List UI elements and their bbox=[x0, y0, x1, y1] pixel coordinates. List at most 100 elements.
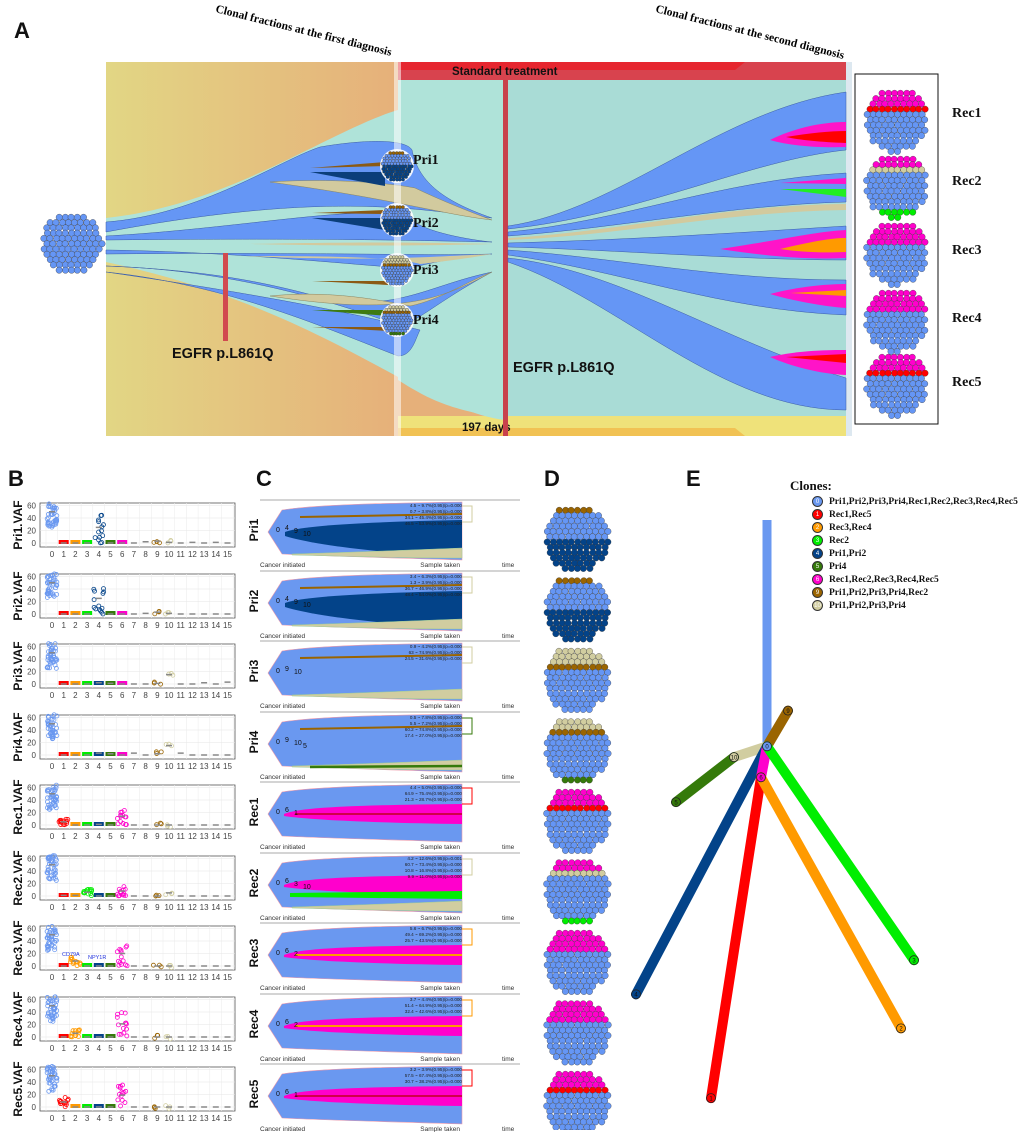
clone-evolution-label: Rec5 bbox=[247, 1079, 261, 1108]
tree-node-4 bbox=[631, 989, 641, 1000]
x-tick: 11 bbox=[177, 1044, 186, 1053]
x-tick: 1 bbox=[61, 903, 66, 912]
x-tick: 1 bbox=[61, 550, 66, 559]
x-tick: 13 bbox=[200, 691, 209, 700]
clone-id-label: 9 bbox=[285, 737, 289, 744]
x-tick: 11 bbox=[177, 691, 186, 700]
vaf-points bbox=[82, 681, 93, 685]
sample-cluster-7 bbox=[543, 929, 612, 995]
x-tick: 9 bbox=[155, 691, 160, 700]
tree-node-2 bbox=[896, 1023, 906, 1034]
x-tick: 10 bbox=[165, 903, 174, 912]
cancer-initiated-label: Cancer initiated bbox=[260, 915, 306, 921]
clone-id-label: 0 bbox=[276, 1091, 280, 1098]
x-tick: 7 bbox=[132, 832, 137, 841]
cancer-initiated-label: Cancer initiated bbox=[260, 774, 306, 780]
vaf-points bbox=[70, 822, 81, 826]
sample-taken-label: Sample taken bbox=[420, 1056, 460, 1062]
x-tick: 7 bbox=[132, 621, 137, 630]
vaf-points bbox=[70, 540, 81, 544]
panel-a-letter: A bbox=[14, 18, 30, 43]
x-tick: 2 bbox=[73, 903, 78, 912]
x-tick: 8 bbox=[143, 550, 148, 559]
y-tick: 0 bbox=[32, 1103, 37, 1112]
ci-annotation: 60.7 ~ 73.4%(0.95)/p=0.000 bbox=[405, 862, 463, 867]
y-tick: 40 bbox=[27, 655, 36, 664]
sample-taken-label: Sample taken bbox=[420, 633, 460, 639]
founder-cells bbox=[40, 213, 106, 274]
y-tick: 60 bbox=[27, 502, 36, 511]
legend-label: Rec1,Rec2,Rec3,Rec4,Rec5 bbox=[829, 574, 939, 585]
vaf-points bbox=[93, 892, 104, 897]
x-tick: 15 bbox=[223, 550, 232, 559]
caption-second-diagnosis: Clonal fractions at the second diagnosis bbox=[654, 3, 846, 62]
vaf-plot-label: Rec2.VAF bbox=[11, 850, 25, 905]
vaf-points bbox=[70, 681, 81, 685]
x-tick: 14 bbox=[211, 903, 220, 912]
time-axis-label: time bbox=[502, 633, 515, 639]
vaf-points bbox=[82, 610, 93, 615]
y-tick: 20 bbox=[27, 879, 36, 888]
treatment-timepoint-line bbox=[503, 80, 508, 436]
panel-d-letter: D bbox=[544, 466, 560, 491]
clone-id-label: 9 bbox=[285, 666, 289, 673]
x-tick: 3 bbox=[85, 550, 90, 559]
x-tick: 7 bbox=[132, 1044, 137, 1053]
vaf-points bbox=[105, 1033, 116, 1038]
vaf-points bbox=[82, 1104, 93, 1108]
panel-b-letter: B bbox=[8, 466, 24, 491]
pri4-cells bbox=[381, 305, 414, 336]
x-tick: 7 bbox=[132, 691, 137, 700]
vaf-plot-label: Pri2.VAF bbox=[11, 571, 25, 620]
clone-id-label: 10 bbox=[294, 669, 302, 676]
time-axis-label: time bbox=[502, 1056, 515, 1062]
clone-evolution-label: Rec3 bbox=[247, 938, 261, 967]
label-rec4: Rec4 bbox=[952, 311, 982, 326]
vaf-points bbox=[93, 1104, 104, 1108]
first-diagnosis-divider bbox=[394, 62, 401, 436]
cancer-initiated-label: Cancer initiated bbox=[260, 1056, 306, 1062]
ci-annotation: 36.7 ~ 46.9%(0.95)/p=0.000 bbox=[405, 586, 463, 591]
vaf-points bbox=[58, 963, 69, 967]
x-tick: 5 bbox=[108, 550, 113, 559]
x-tick: 5 bbox=[108, 621, 113, 630]
tree-node-3 bbox=[909, 955, 919, 966]
cancer-initiated-label: Cancer initiated bbox=[260, 633, 306, 639]
x-tick: 14 bbox=[211, 973, 220, 982]
y-tick: 20 bbox=[27, 597, 36, 606]
x-tick: 14 bbox=[211, 832, 220, 841]
vaf-points bbox=[82, 751, 93, 756]
x-tick: 5 bbox=[108, 903, 113, 912]
time-axis-label: time bbox=[502, 562, 515, 568]
legend-label: Pri1,Pri2,Pri3,Pri4,Rec1,Rec2,Rec3,Rec4,… bbox=[829, 496, 1018, 507]
x-tick: 15 bbox=[223, 762, 232, 771]
x-tick: 0 bbox=[50, 1114, 55, 1123]
clone-evolution-label: Rec2 bbox=[247, 868, 261, 897]
x-tick: 13 bbox=[200, 762, 209, 771]
pre-region-tail bbox=[398, 380, 505, 418]
vaf-plot-label: Rec5.VAF bbox=[11, 1061, 25, 1116]
y-tick: 40 bbox=[27, 796, 36, 805]
y-tick: 60 bbox=[27, 713, 36, 722]
y-tick: 0 bbox=[32, 962, 37, 971]
x-tick: 7 bbox=[132, 1114, 137, 1123]
x-tick: 9 bbox=[155, 550, 160, 559]
x-tick: 13 bbox=[200, 973, 209, 982]
clone-id-label: 2 bbox=[294, 951, 298, 958]
x-tick: 14 bbox=[211, 1044, 220, 1053]
y-tick: 0 bbox=[32, 680, 37, 689]
ci-annotation: 46.5 ~ 53.9%(0.95)/p=0.000 bbox=[405, 521, 463, 526]
ci-annotation: 30.7 ~ 38.2%(0.95)/p=0.000 bbox=[405, 1079, 463, 1084]
clone-id-label: 10 bbox=[303, 531, 311, 538]
clone-id-label: 6 bbox=[285, 807, 289, 814]
x-tick: 9 bbox=[155, 621, 160, 630]
x-tick: 0 bbox=[50, 903, 55, 912]
clone-id-label: 9 bbox=[294, 528, 298, 535]
label-pri4: Pri4 bbox=[413, 313, 439, 328]
